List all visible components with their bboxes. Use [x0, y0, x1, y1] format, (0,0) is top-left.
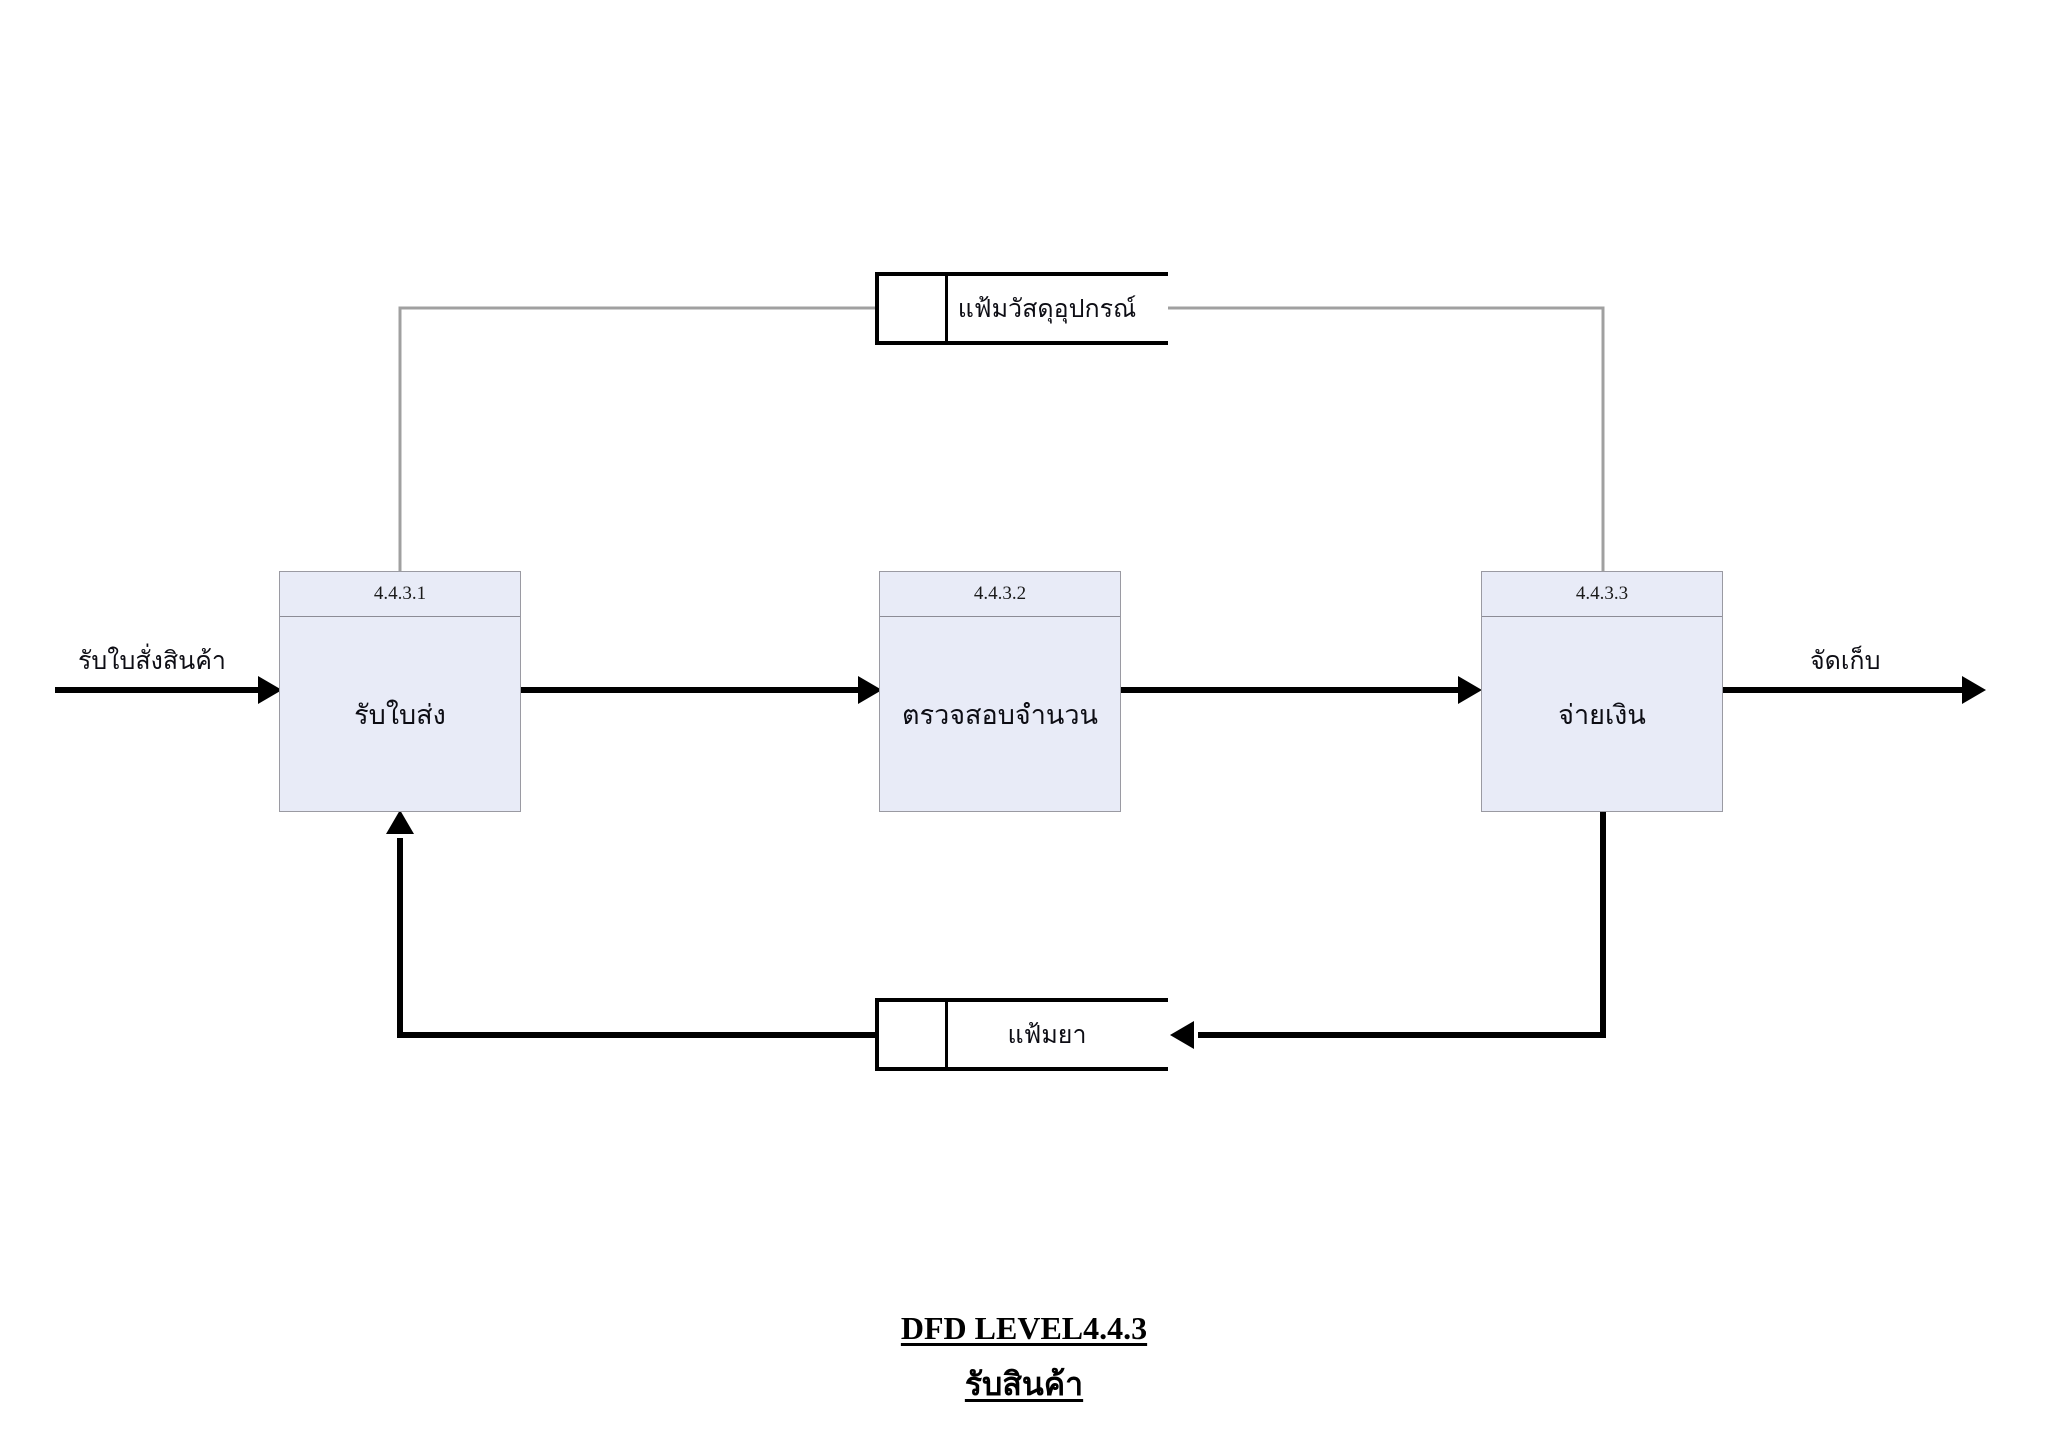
process-id-1: 4.4.3.1 — [280, 572, 520, 617]
flow-input-order — [55, 676, 282, 704]
process-id-2: 4.4.3.2 — [880, 572, 1120, 617]
flow-p1-to-p2 — [521, 676, 882, 704]
process-name-1: รับใบส่ง — [354, 699, 446, 731]
process-4-4-3-1[interactable]: 4.4.3.1 รับใบส่ง — [279, 571, 521, 812]
process-name-2: ตรวจสอบจำนวน — [902, 699, 1098, 731]
process-name-3: จ่ายเงิน — [1558, 699, 1646, 731]
data-store-material-label: แฟ้มวัสดุอุปกรณ์ — [957, 293, 1137, 323]
data-store-drug-label: แฟ้มยา — [1007, 1019, 1087, 1049]
flow-store-material-to-p3 — [1168, 306, 1605, 571]
caption-title-row: DFD LEVEL4.4.3 — [0, 1310, 2048, 1347]
caption-title: DFD LEVEL4.4.3 — [900, 1310, 1148, 1346]
caption-subtitle-row: รับสินค้า — [0, 1359, 2048, 1410]
data-store-material[interactable]: แฟ้มวัสดุอุปกรณ์ — [875, 272, 1168, 345]
data-store-drug-key — [875, 1002, 948, 1067]
process-4-4-3-2[interactable]: 4.4.3.2 ตรวจสอบจำนวน — [879, 571, 1121, 812]
caption-subtitle: รับสินค้า — [964, 1366, 1084, 1402]
flow-output-store — [1723, 676, 1986, 704]
flow-store-drug-to-p1 — [386, 810, 875, 1038]
flow-p1-to-store-material — [398, 306, 876, 571]
process-4-4-3-3[interactable]: 4.4.3.3 จ่ายเงิน — [1481, 571, 1723, 812]
flow-label-output-store: จัดเก็บ — [1810, 646, 1881, 675]
flow-p2-to-p3 — [1121, 676, 1482, 704]
flow-p3-to-store-drug — [1170, 812, 1606, 1049]
data-store-drug[interactable]: แฟ้มยา — [875, 998, 1168, 1071]
flow-label-input-order: รับใบสั่งสินค้า — [78, 646, 226, 675]
data-store-material-key — [875, 276, 948, 341]
diagram-caption: DFD LEVEL4.4.3 รับสินค้า — [0, 1310, 2048, 1410]
process-id-3: 4.4.3.3 — [1482, 572, 1722, 617]
